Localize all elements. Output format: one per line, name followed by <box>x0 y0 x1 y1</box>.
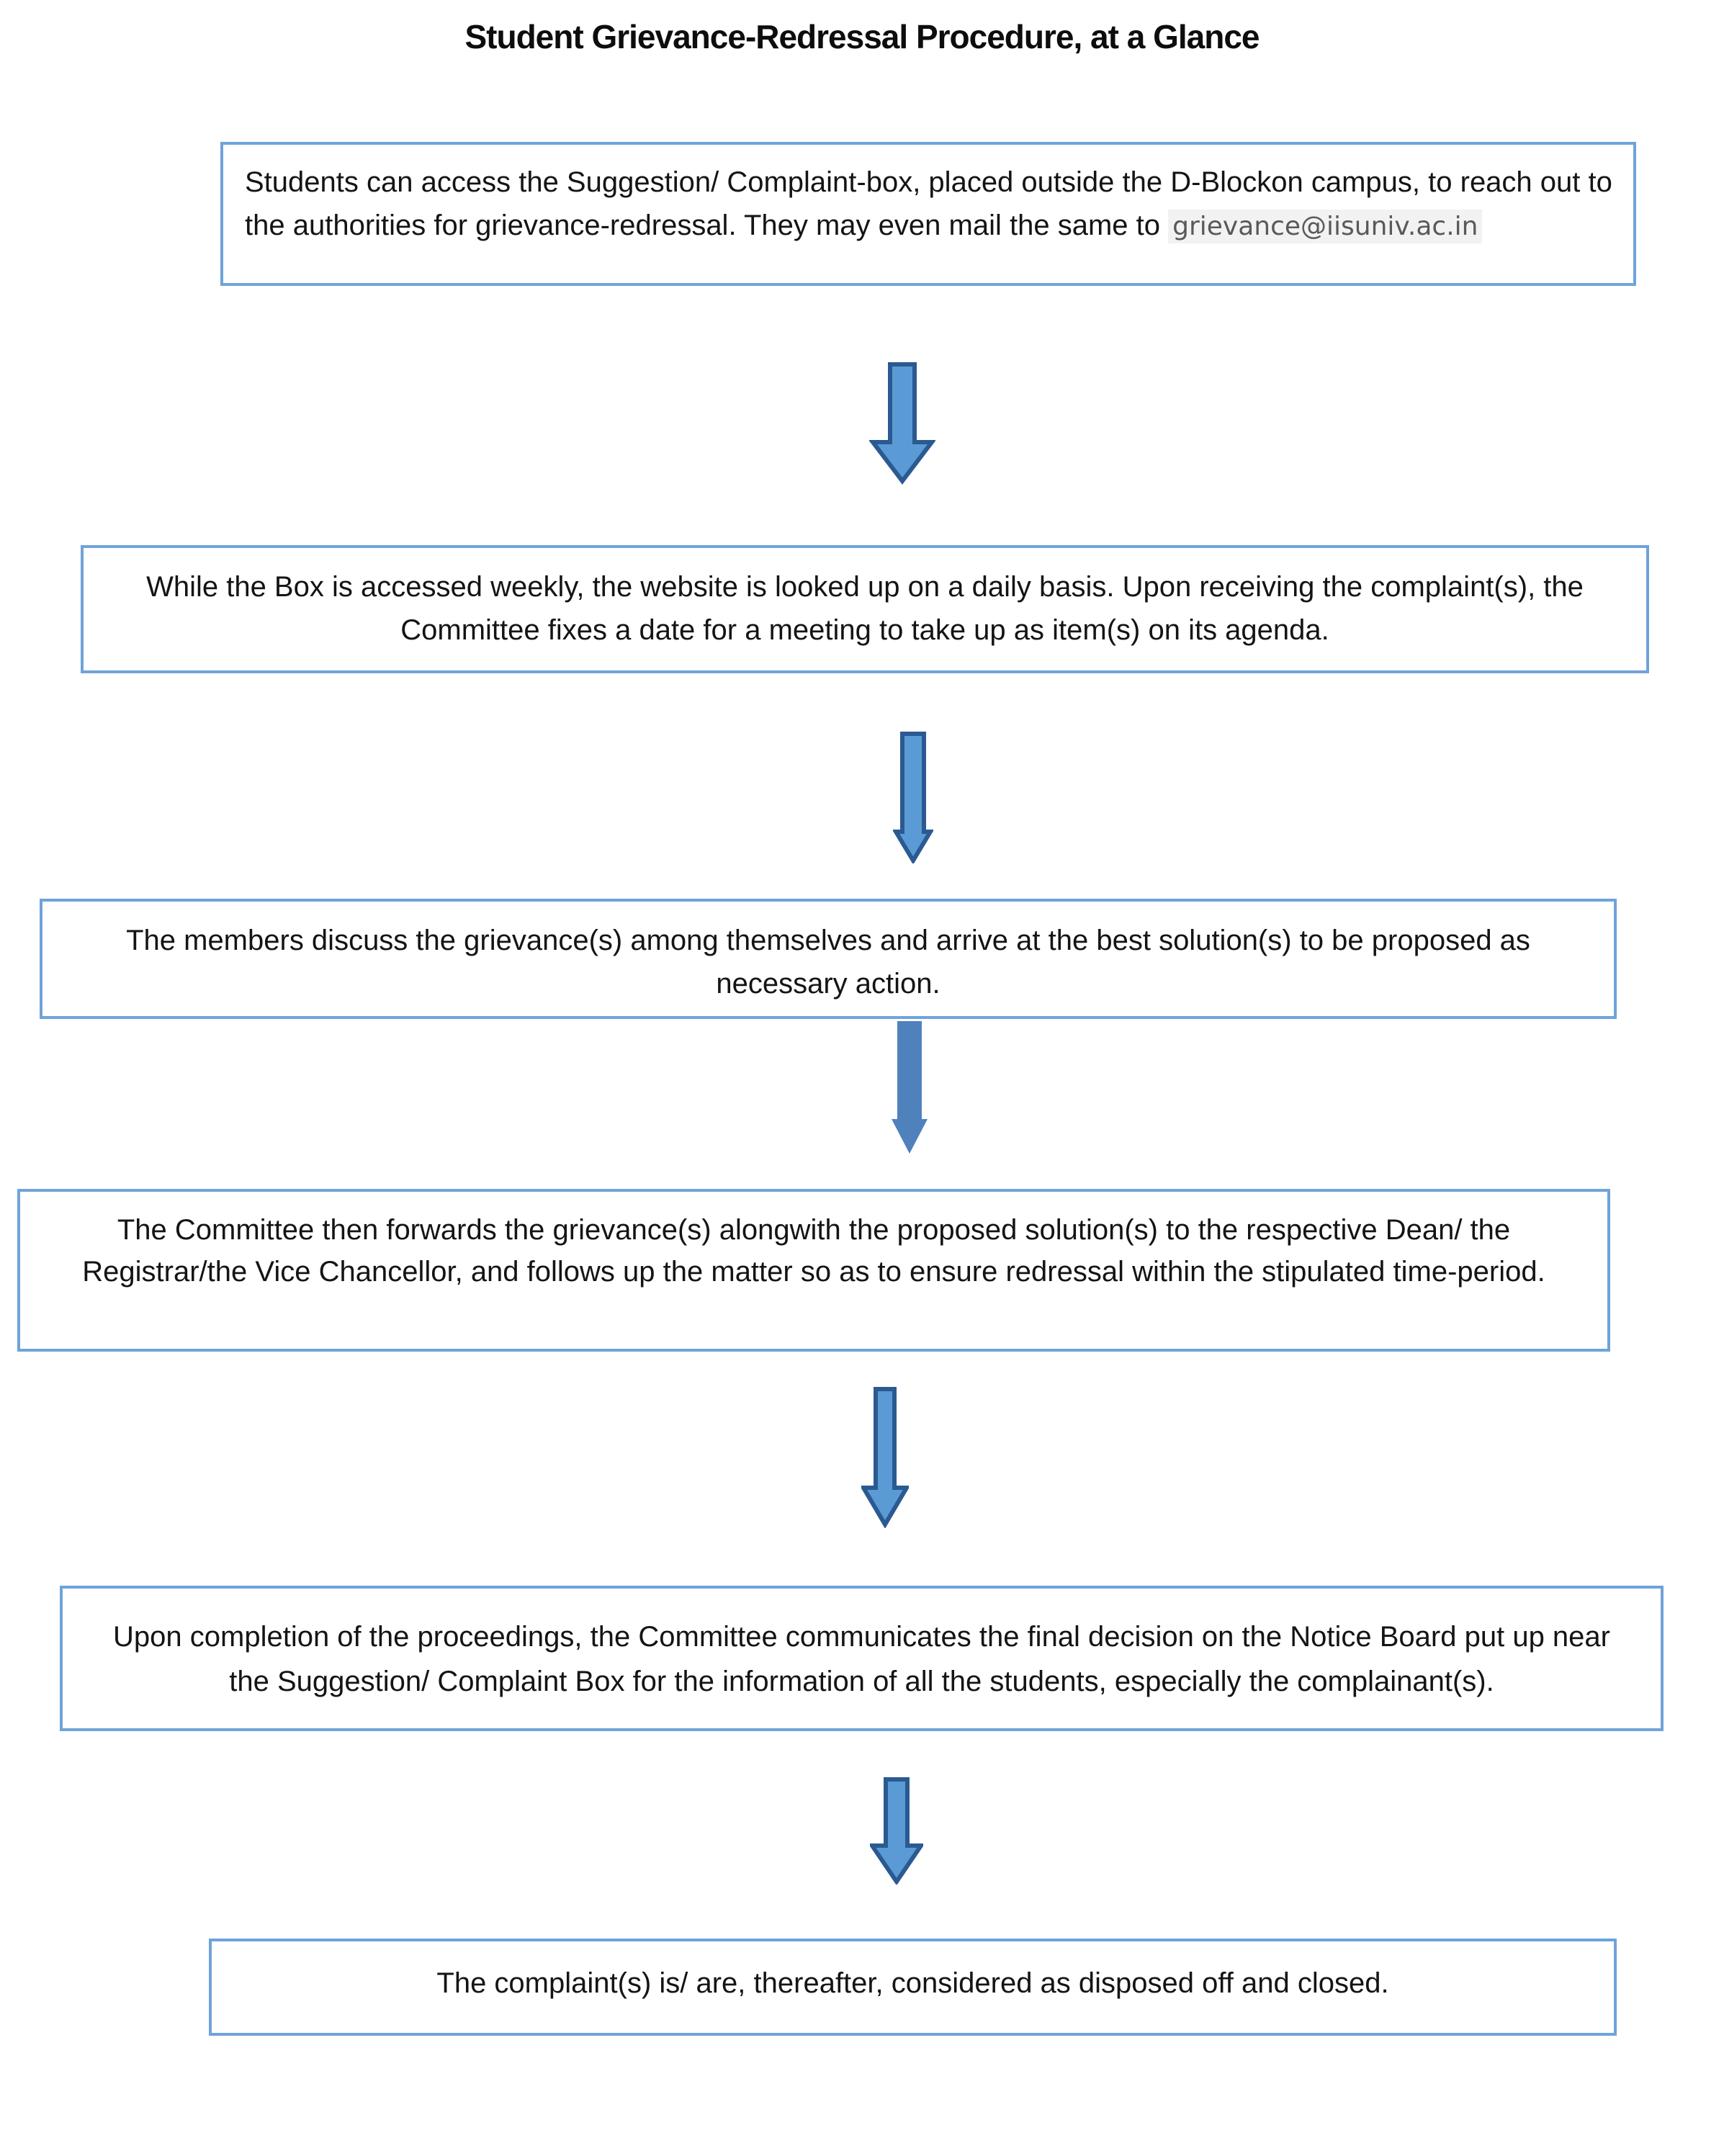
flow-step-text: While the Box is accessed weekly, the we… <box>146 571 1584 646</box>
down-arrow-icon <box>870 1777 923 1885</box>
grievance-email-address: grievance@iisuniv.ac.in <box>1168 210 1483 243</box>
flow-step-text: The Committee then forwards the grievanc… <box>82 1214 1545 1288</box>
flow-step-suggestion-box-access: Students can access the Suggestion/ Comp… <box>220 142 1636 286</box>
flow-step-text: The complaint(s) is/ are, thereafter, co… <box>436 1967 1389 1999</box>
flow-step-text: Students can access the Suggestion/ Comp… <box>223 145 1633 248</box>
down-arrow-icon <box>892 1021 928 1154</box>
flow-step-complaint-closed: The complaint(s) is/ are, thereafter, co… <box>209 1939 1617 2036</box>
flow-step-members-discussion: The members discuss the grievance(s) amo… <box>40 899 1617 1019</box>
down-arrow-icon <box>893 732 933 863</box>
flow-step-text: The members discuss the grievance(s) amo… <box>126 925 1530 1000</box>
down-arrow-icon <box>861 1387 909 1528</box>
flow-step-weekly-check: While the Box is accessed weekly, the we… <box>81 545 1649 673</box>
flow-step-text: Upon completion of the proceedings, the … <box>113 1621 1610 1697</box>
step-1-text: Students can access the Suggestion/ Comp… <box>245 166 1612 241</box>
flow-step-forward-to-authorities: The Committee then forwards the grievanc… <box>17 1189 1610 1352</box>
page-title: Student Grievance-Redressal Procedure, a… <box>464 18 1260 55</box>
flow-step-decision-on-notice-board: Upon completion of the proceedings, the … <box>60 1586 1664 1731</box>
down-arrow-icon <box>869 362 935 485</box>
